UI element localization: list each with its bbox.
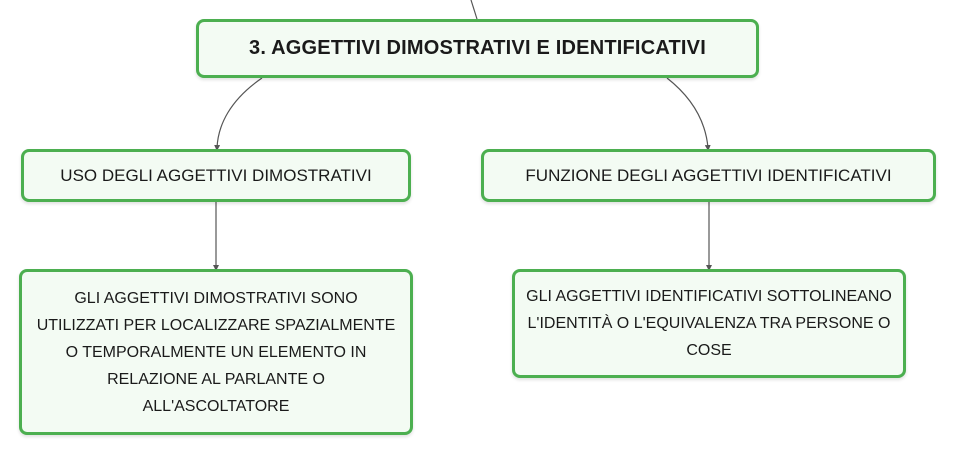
connector-root-to-right <box>666 77 711 151</box>
topic-node-identificativi[interactable]: FUNZIONE DEGLI AGGETTIVI IDENTIFICATIVI <box>481 149 936 202</box>
topic-label-dimostrativi: USO DEGLI AGGETTIVI DIMOSTRATIVI <box>60 165 372 185</box>
subtopic-node-dimostrativi[interactable]: GLI AGGETTIVI DIMOSTRATIVI SONO UTILIZZA… <box>19 269 413 435</box>
root-topic-node[interactable]: 3. AGGETTIVI DIMOSTRATIVI E IDENTIFICATI… <box>196 19 759 78</box>
root-topic-title: 3. AGGETTIVI DIMOSTRATIVI E IDENTIFICATI… <box>249 37 706 59</box>
subtopic-text-identificativi: GLI AGGETTIVI IDENTIFICATIVI SOTTOLINEAN… <box>526 288 892 359</box>
subtopic-node-identificativi[interactable]: GLI AGGETTIVI IDENTIFICATIVI SOTTOLINEAN… <box>512 269 906 378</box>
connector-root-to-left <box>214 77 263 151</box>
connector-from-parent <box>470 0 478 20</box>
topic-label-identificativi: FUNZIONE DEGLI AGGETTIVI IDENTIFICATIVI <box>525 165 892 185</box>
topic-node-dimostrativi[interactable]: USO DEGLI AGGETTIVI DIMOSTRATIVI <box>21 149 411 202</box>
subtopic-text-dimostrativi: GLI AGGETTIVI DIMOSTRATIVI SONO UTILIZZA… <box>36 289 396 415</box>
